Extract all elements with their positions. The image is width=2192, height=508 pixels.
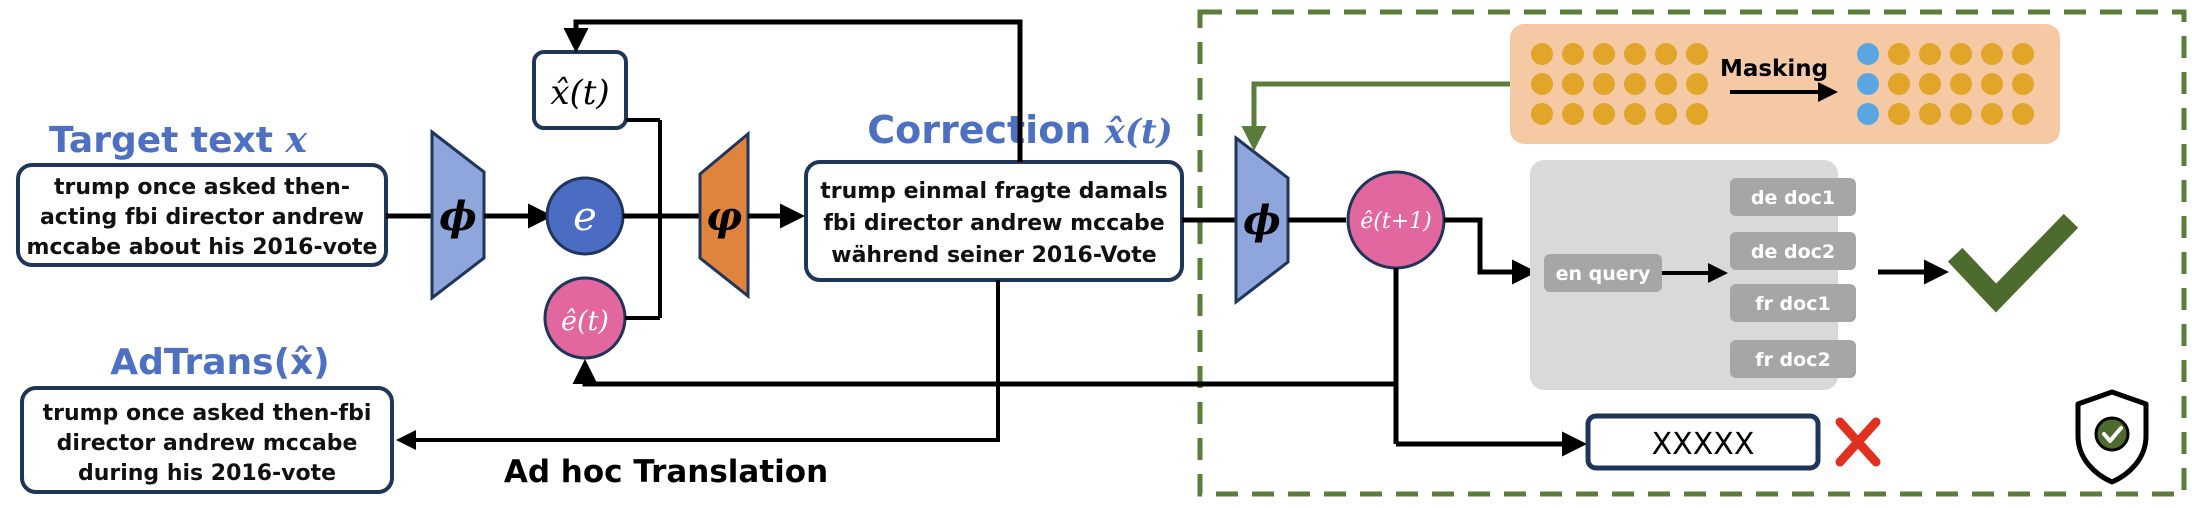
token-dot — [1888, 73, 1910, 95]
token-dot — [1950, 73, 1972, 95]
varphi-decoder — [698, 130, 750, 300]
ad-hoc-translation-label: Ad hoc Translation — [504, 454, 828, 490]
adtrans-title: AdTrans(x̂) — [110, 342, 329, 383]
token-dot — [1531, 103, 1553, 125]
doc-box-3 — [1730, 284, 1856, 322]
blocked-output-label: XXXXX — [1652, 427, 1755, 462]
token-dot — [1624, 43, 1646, 65]
token-dot — [2012, 43, 2034, 65]
adtrans-line-1: trump once asked then-fbi — [43, 401, 372, 426]
phi2-symbol: ϕ — [1243, 197, 1281, 244]
xhat-label: x̂(t) — [550, 73, 609, 113]
blocked-output-box — [1585, 413, 1821, 471]
doc-label-1: de doc1 — [1751, 187, 1835, 209]
masked-token-dot — [1857, 73, 1879, 95]
correction-title: Correction x̂(t) — [867, 108, 1173, 152]
token-dot — [1888, 43, 1910, 65]
adtrans-box — [20, 386, 394, 494]
tokens-after-masking — [1857, 43, 2034, 125]
token-dot — [1686, 103, 1708, 125]
edge-masking-to-phi2 — [1241, 81, 1510, 151]
doc-box-2 — [1730, 232, 1856, 270]
token-dot — [1593, 103, 1615, 125]
token-dot — [1531, 43, 1553, 65]
masking-panel — [1510, 24, 2060, 144]
phi-encoder-2 — [1234, 134, 1290, 306]
token-dot — [1655, 43, 1677, 65]
varphi-symbol: φ — [706, 193, 742, 240]
doc-box-1 — [1730, 178, 1856, 216]
ehat-symbol: ê(t) — [561, 306, 609, 337]
token-dot — [2012, 103, 2034, 125]
token-dot — [1981, 43, 2003, 65]
token-dot — [1531, 73, 1553, 95]
edge-correction-loop-to-xhat — [563, 19, 1023, 162]
token-dot — [1981, 73, 2003, 95]
token-dot — [1950, 43, 1972, 65]
check-icon — [1947, 213, 2079, 313]
doc-box-4 — [1730, 340, 1856, 378]
target-line-2: acting fbi director andrew — [40, 205, 364, 230]
token-dot — [1888, 103, 1910, 125]
e-symbol: e — [573, 194, 597, 240]
edge-feedback-to-ehat — [572, 359, 1396, 387]
masked-token-dot — [1857, 43, 1879, 65]
correction-line-3: während seiner 2016-Vote — [831, 243, 1156, 268]
token-dot — [1593, 73, 1615, 95]
cross-icon — [1835, 417, 1881, 467]
masking-label: Masking — [1720, 56, 1828, 82]
shield-check-icon — [2075, 389, 2149, 485]
adtrans-line-3: during his 2016-vote — [78, 461, 336, 486]
token-dot — [1919, 103, 1941, 125]
token-dot — [1981, 103, 2003, 125]
adtrans-line-2: director andrew mccabe — [57, 431, 358, 456]
token-dot — [1624, 73, 1646, 95]
target-line-3: mccabe about his 2016-vote — [27, 235, 378, 260]
token-dot — [1655, 73, 1677, 95]
doc-label-4: fr doc2 — [1755, 349, 1830, 371]
token-dot — [1593, 43, 1615, 65]
phi-encoder — [430, 128, 486, 302]
token-dot — [1950, 103, 1972, 125]
token-dot — [1919, 73, 1941, 95]
correction-line-1: trump einmal fragte damals — [820, 179, 1168, 204]
token-dot — [1919, 43, 1941, 65]
token-dot — [1562, 103, 1584, 125]
masked-token-dot — [1857, 103, 1879, 125]
token-dot — [1562, 73, 1584, 95]
token-dot — [1624, 103, 1646, 125]
safe-region-border — [1197, 9, 2187, 497]
token-dot — [1686, 73, 1708, 95]
token-dot — [1655, 103, 1677, 125]
query-label: en query — [1556, 263, 1651, 285]
target-text-title: Target text x — [49, 119, 308, 161]
correction-line-2: fbi director andrew mccabe — [823, 211, 1164, 236]
doc-label-2: de doc2 — [1751, 241, 1835, 263]
token-dot — [2012, 73, 2034, 95]
edge-ehat-next-to-retrieval — [1444, 217, 1537, 285]
phi-symbol: ϕ — [439, 193, 477, 240]
token-dot — [1686, 43, 1708, 65]
tokens-before-masking — [1531, 43, 1708, 125]
edge-correction-to-adtrans — [396, 280, 1000, 450]
token-dot — [1562, 43, 1584, 65]
doc-label-3: fr doc1 — [1755, 293, 1830, 315]
query-box — [1544, 254, 1662, 292]
ehat-next-symbol: ê(t+1) — [1360, 209, 1431, 234]
target-line-1: trump once asked then- — [54, 175, 350, 200]
